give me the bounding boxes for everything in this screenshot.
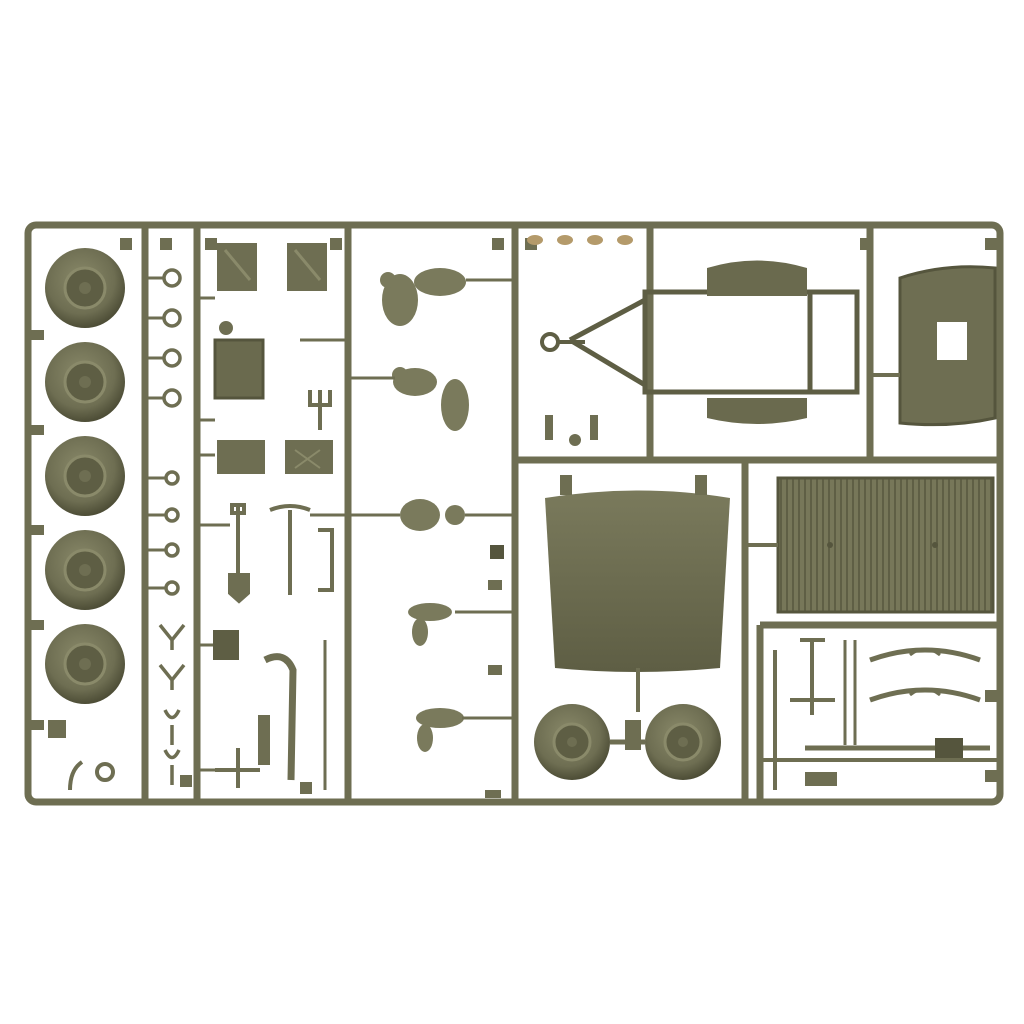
ammo-box-1 [217,440,265,474]
tarpaulin [545,475,730,712]
jerry-can [213,338,265,400]
trailer-cover [870,265,997,427]
figure-4 [408,603,452,646]
wheel-column [45,248,125,791]
figure-1 [380,268,466,326]
wheel-1 [45,248,125,328]
wheel-3 [45,436,125,516]
trailer-wheels [534,704,721,780]
figure-2 [392,367,469,431]
lamp-lenses [527,235,633,245]
small-parts-column [145,243,348,790]
fender-strut [263,653,297,781]
pickaxe [269,504,311,595]
suspension-parts [773,638,990,790]
shovel [228,503,250,604]
wheel-4 [45,530,125,610]
wheel-5 [45,624,125,704]
wheel-2 [45,342,125,422]
rings-column [158,268,186,785]
figure-5 [416,708,464,752]
figures-column [348,268,515,752]
trailer-bed [745,476,995,614]
trailer-wheel-2 [645,704,721,780]
trailer-chassis [527,235,860,446]
sprue-frame [24,221,1004,806]
figure-3 [400,499,465,531]
trailer-wheel-1 [534,704,610,780]
pitchfork [308,390,332,430]
